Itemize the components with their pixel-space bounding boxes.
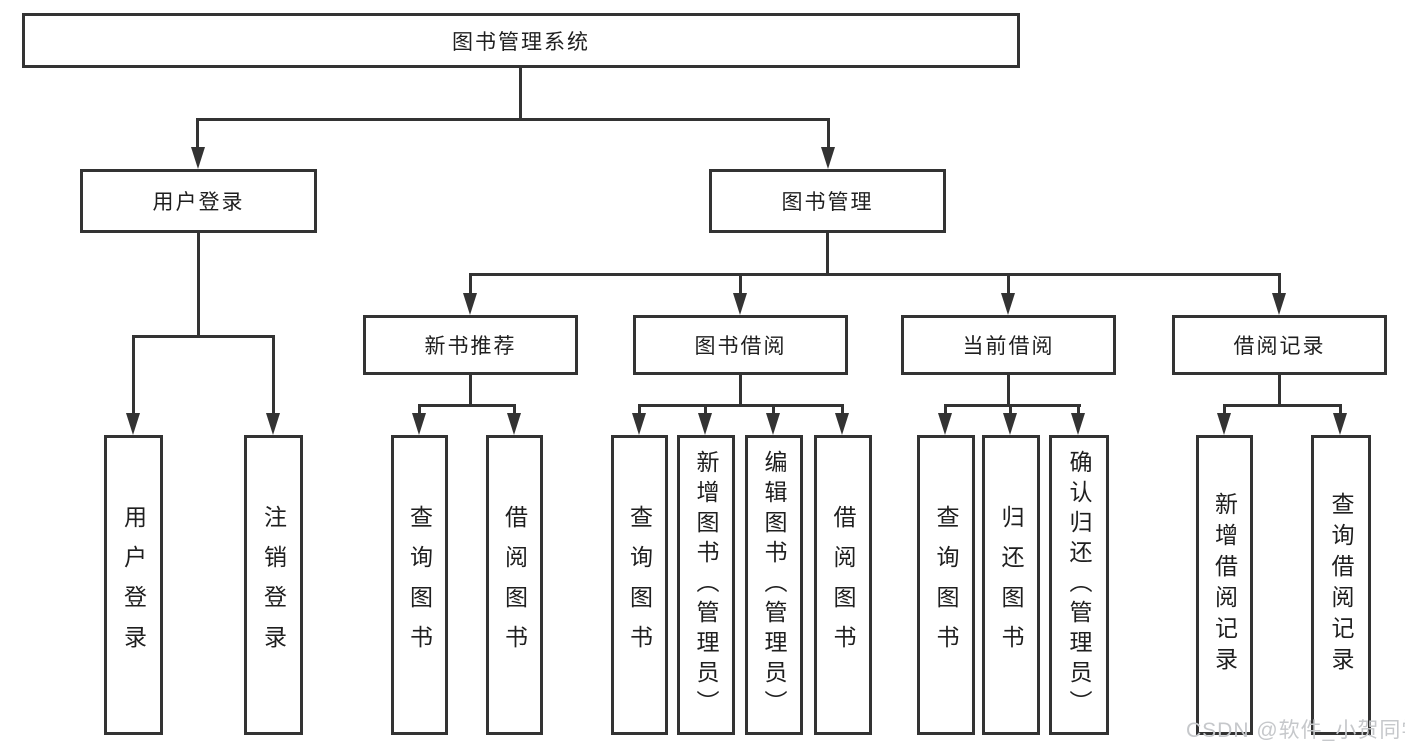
connector-line <box>1278 375 1281 406</box>
arrow-down-icon <box>632 413 646 435</box>
node-borrow-book-label: 借阅图书 <box>830 505 856 665</box>
arrow-down-icon <box>191 147 205 169</box>
node-add-borrow-record-label: 新增借阅记录 <box>1211 492 1238 678</box>
connector-line <box>196 118 830 121</box>
connector-line <box>1077 404 1080 413</box>
connector-line <box>826 233 829 275</box>
node-logout: 注销登录 <box>244 435 303 735</box>
node-borrowing-query-books-label: 查询图书 <box>626 505 653 665</box>
arrow-down-icon <box>1272 293 1286 315</box>
connector-line <box>827 118 830 149</box>
node-return-book-label: 归还图书 <box>998 505 1024 665</box>
connector-line <box>739 375 742 406</box>
node-borrow-records-label: 借阅记录 <box>1233 335 1326 358</box>
node-add-borrow-record: 新增借阅记录 <box>1196 435 1253 735</box>
connector-line <box>272 335 275 413</box>
arrow-down-icon <box>835 413 849 435</box>
arrow-down-icon <box>266 413 280 435</box>
node-book-management: 图书管理 <box>709 169 946 233</box>
node-new-book-recommend-label: 新书推荐 <box>424 335 517 358</box>
node-book-borrowing-label: 图书借阅 <box>694 335 787 358</box>
connector-line <box>418 404 516 407</box>
node-user-login-leaf: 用户登录 <box>104 435 163 735</box>
connector-line <box>1009 404 1012 413</box>
arrow-down-icon <box>507 413 521 435</box>
connector-line <box>513 404 516 413</box>
connector-line <box>1223 404 1226 413</box>
node-current-borrowing: 当前借阅 <box>901 315 1116 375</box>
arrow-down-icon <box>1333 413 1347 435</box>
node-logout-label: 注销登录 <box>260 505 287 665</box>
connector-line <box>197 233 200 337</box>
node-recommend-query-books-label: 查询图书 <box>406 505 433 665</box>
node-book-management-label: 图书管理 <box>781 191 874 214</box>
node-user-login-leaf-label: 用户登录 <box>120 505 147 665</box>
node-borrow-records: 借阅记录 <box>1172 315 1387 375</box>
connector-line <box>1007 375 1010 406</box>
arrow-down-icon <box>412 413 426 435</box>
node-current-query-books-label: 查询图书 <box>933 505 959 665</box>
connector-line <box>1007 273 1010 293</box>
connector-line <box>1223 404 1342 407</box>
node-current-query-books: 查询图书 <box>917 435 975 735</box>
arrow-down-icon <box>766 413 780 435</box>
node-add-book-admin: 新增图书（管理员） <box>677 435 735 735</box>
node-current-borrowing-label: 当前借阅 <box>962 335 1055 358</box>
node-edit-book-admin: 编辑图书（管理员） <box>745 435 803 735</box>
arrow-down-icon <box>938 413 952 435</box>
connector-line <box>1339 404 1342 413</box>
connector-line <box>841 404 844 413</box>
arrow-down-icon <box>1001 293 1015 315</box>
connector-line <box>1278 273 1281 293</box>
node-root: 图书管理系统 <box>22 13 1020 68</box>
connector-line <box>132 335 135 413</box>
connector-line <box>739 273 742 293</box>
node-new-book-recommend: 新书推荐 <box>363 315 578 375</box>
node-user-login-label: 用户登录 <box>152 191 245 214</box>
connector-line <box>638 404 641 413</box>
arrow-down-icon <box>698 413 712 435</box>
connector-line <box>469 375 472 406</box>
connector-line <box>132 335 275 338</box>
node-recommend-borrow-books: 借阅图书 <box>486 435 543 735</box>
node-query-borrow-record: 查询借阅记录 <box>1311 435 1371 735</box>
node-confirm-return-admin: 确认归还（管理员） <box>1049 435 1109 735</box>
csdn-watermark: CSDN @软件_小贺同学 <box>1186 719 1405 742</box>
arrow-down-icon <box>1003 413 1017 435</box>
node-root-label: 图书管理系统 <box>452 30 590 54</box>
connector-line <box>469 273 1280 276</box>
node-user-login: 用户登录 <box>80 169 317 233</box>
arrow-down-icon <box>821 147 835 169</box>
arrow-down-icon <box>126 413 140 435</box>
connector-line <box>469 273 472 293</box>
arrow-down-icon <box>463 293 477 315</box>
node-recommend-query-books: 查询图书 <box>391 435 448 735</box>
arrow-down-icon <box>1071 413 1085 435</box>
connector-line <box>944 404 947 413</box>
arrow-down-icon <box>733 293 747 315</box>
connector-line <box>418 404 421 413</box>
connector-line <box>519 68 522 121</box>
node-confirm-return-admin-label: 确认归还（管理员） <box>1066 450 1092 720</box>
node-return-book: 归还图书 <box>982 435 1040 735</box>
connector-line <box>704 404 707 413</box>
node-add-book-admin-label: 新增图书（管理员） <box>693 450 719 720</box>
node-recommend-borrow-books-label: 借阅图书 <box>501 505 528 665</box>
node-borrowing-query-books: 查询图书 <box>611 435 668 735</box>
node-borrow-book: 借阅图书 <box>814 435 872 735</box>
connector-line <box>196 118 199 149</box>
node-edit-book-admin-label: 编辑图书（管理员） <box>761 450 787 720</box>
connector-line <box>638 404 844 407</box>
arrow-down-icon <box>1217 413 1231 435</box>
connector-line <box>772 404 775 413</box>
connector-line <box>944 404 1081 407</box>
node-query-borrow-record-label: 查询借阅记录 <box>1328 492 1354 678</box>
node-book-borrowing: 图书借阅 <box>633 315 848 375</box>
